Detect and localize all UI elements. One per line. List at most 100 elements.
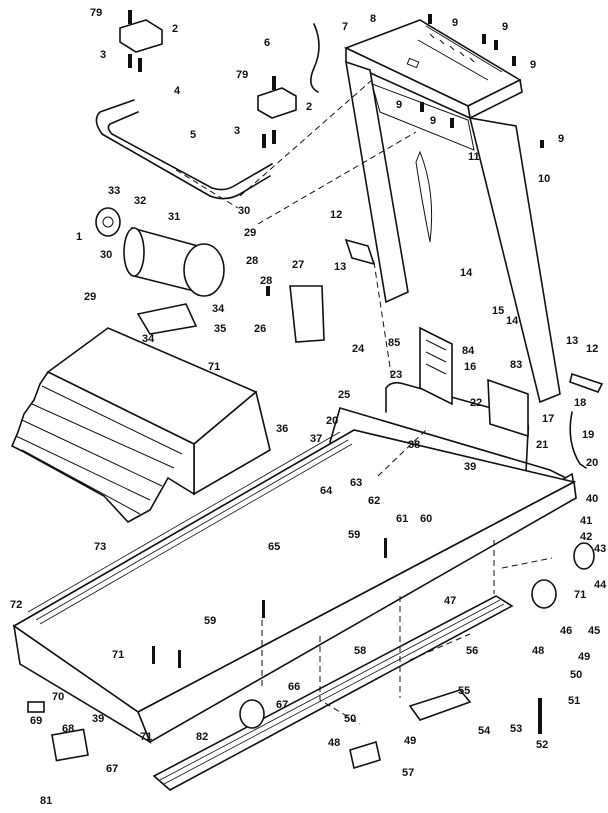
callout-82: 82 [196, 731, 209, 743]
callout-38: 38 [408, 439, 421, 451]
callout-20: 20 [326, 415, 339, 427]
callout-34: 34 [212, 303, 225, 315]
motor-hood [10, 327, 271, 524]
callout-30: 30 [238, 205, 251, 217]
callout-59: 59 [348, 529, 361, 541]
callout-50b: 50 [344, 713, 357, 725]
callout-13: 13 [334, 261, 347, 273]
callout-49b: 49 [404, 735, 417, 747]
callout-76c: 71 [140, 731, 153, 743]
callout-9b: 9 [502, 21, 509, 33]
running-deck [12, 429, 595, 791]
callout-40: 40 [586, 493, 599, 505]
callout-53: 53 [510, 723, 523, 735]
callout-9e: 9 [430, 115, 437, 127]
console-upright [343, 19, 561, 404]
callout-10: 10 [538, 173, 551, 185]
callout-11: 11 [468, 151, 480, 163]
callout-18: 18 [574, 397, 587, 409]
callout-39b: 39 [92, 713, 105, 725]
callout-24: 24 [352, 343, 365, 355]
callout-15: 15 [492, 305, 505, 317]
callout-71: 70 [52, 691, 65, 703]
callout-76b: 71 [574, 589, 587, 601]
callout-33: 33 [108, 185, 121, 197]
callout-13b: 13 [566, 335, 579, 347]
callout-12: 12 [330, 209, 343, 221]
callout-48: 48 [532, 645, 545, 657]
callout-67: 67 [276, 699, 289, 711]
callout-9f: 9 [558, 133, 565, 145]
callout-74: 73 [94, 541, 107, 553]
callout-72: 71 [112, 649, 125, 661]
callout-63: 63 [350, 477, 363, 489]
callout-46: 46 [560, 625, 573, 637]
callout-50: 50 [570, 669, 583, 681]
callout-83: 83 [510, 359, 523, 371]
callout-65: 65 [268, 541, 281, 553]
callout-76: 71 [208, 361, 221, 373]
callout-30b: 30 [100, 249, 113, 261]
controller-boards [419, 326, 529, 438]
callout-51: 51 [568, 695, 581, 707]
callout-54: 54 [478, 725, 491, 737]
callout-48b: 48 [328, 737, 341, 749]
callout-79b: 79 [236, 69, 249, 81]
callout-79: 79 [90, 7, 103, 19]
callout-81: 81 [40, 795, 53, 807]
reference-lines [175, 79, 553, 725]
callout-26: 26 [254, 323, 267, 335]
callout-28: 28 [246, 255, 259, 267]
callout-60: 60 [420, 513, 433, 525]
callout-16: 16 [464, 361, 477, 373]
callout-41: 41 [580, 515, 593, 527]
callout-19: 19 [582, 429, 595, 441]
callout-9c: 9 [530, 59, 537, 71]
callout-84: 84 [462, 345, 475, 357]
callout-9: 9 [452, 17, 459, 29]
callout-14b: 14 [506, 315, 519, 327]
callout-23: 23 [390, 369, 403, 381]
callout-70: 69 [30, 715, 43, 727]
callout-45: 45 [588, 625, 601, 637]
callout-9d: 9 [396, 99, 403, 111]
callout-7: 7 [342, 21, 349, 33]
callout-25: 25 [338, 389, 351, 401]
callout-39: 39 [464, 461, 477, 473]
callout-77: 1 [76, 231, 83, 243]
callout-37: 37 [310, 433, 323, 445]
callout-34b: 34 [142, 333, 155, 345]
callout-69: 68 [62, 723, 75, 735]
callout-52: 52 [536, 739, 549, 751]
callout-36: 36 [276, 423, 289, 435]
callout-3b: 3 [234, 125, 241, 137]
drive-motor [95, 207, 225, 335]
callout-68: 67 [106, 763, 119, 775]
callout-28b: 28 [260, 275, 273, 287]
callout-27: 27 [292, 259, 305, 271]
callout-29: 29 [244, 227, 257, 239]
callout-58: 58 [354, 645, 367, 657]
callout-5: 5 [190, 129, 197, 141]
callout-2b: 2 [306, 101, 313, 113]
callout-8: 8 [370, 13, 377, 25]
callout-32: 32 [134, 195, 147, 207]
callout-20b: 20 [586, 457, 599, 469]
callout-62: 62 [368, 495, 381, 507]
callout-44: 44 [594, 579, 607, 591]
callout-85: 85 [388, 337, 401, 349]
callout-17: 17 [542, 413, 555, 425]
callout-61: 61 [396, 513, 409, 525]
callout-21: 21 [536, 439, 549, 451]
callout-35: 35 [214, 323, 227, 335]
callout-2: 2 [172, 23, 179, 35]
callout-47: 47 [444, 595, 457, 607]
callout-42: 42 [580, 531, 593, 543]
callout-6: 6 [264, 37, 271, 49]
handrail [95, 19, 297, 200]
callout-73: 72 [10, 599, 23, 611]
callout-57: 57 [402, 767, 415, 779]
callout-31: 31 [168, 211, 181, 223]
callout-49: 49 [578, 651, 591, 663]
